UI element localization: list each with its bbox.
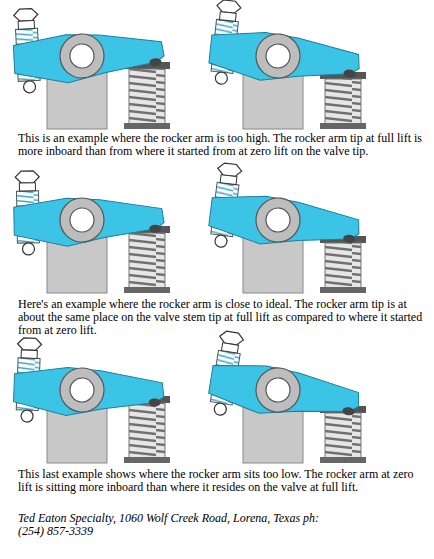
- caption-text: This is an example where the rocker arm …: [18, 132, 430, 158]
- full-lift-figure: [207, 0, 366, 129]
- caption-text: Here's an example where the rocker arm i…: [18, 298, 430, 337]
- zero-lift-figure: [13, 338, 170, 463]
- full-lift-figure: [206, 162, 366, 293]
- zero-lift-figure: [11, 2, 170, 129]
- zero-lift-figure: [13, 169, 170, 293]
- full-lift-figure: [206, 330, 367, 463]
- caption-text: This last example shows where the rocker…: [18, 468, 430, 494]
- address-note: Ted Eaton Specialty, 1060 Wolf Creek Roa…: [18, 512, 348, 538]
